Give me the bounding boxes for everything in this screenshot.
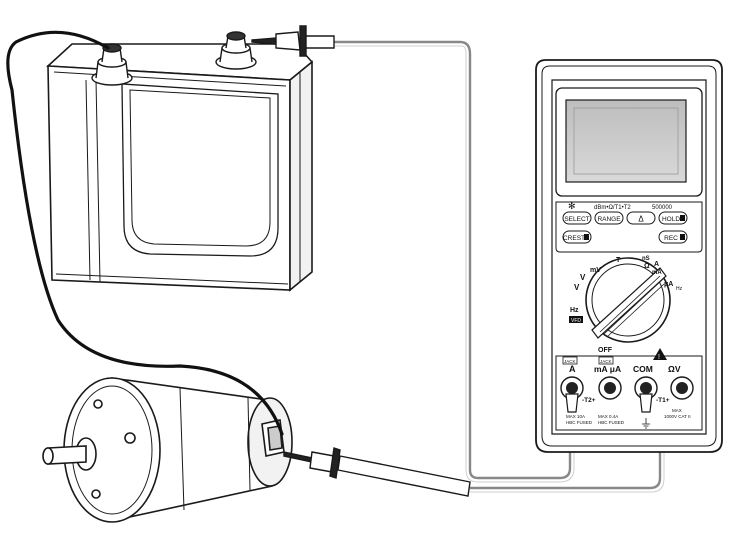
rec-button-label: REC [664, 235, 678, 242]
a-fuse-label: MAX 10A [566, 414, 585, 419]
dial-amp-label: A [654, 261, 659, 268]
ma-ua-jack[interactable] [598, 376, 622, 400]
meter-counts-label: 500000 [652, 205, 673, 211]
dial-ohm-label: Ω [644, 263, 650, 270]
delta-button-label: Δ [638, 215, 644, 224]
dial-hz-label: Hz [570, 307, 579, 314]
a-jack-label: A [569, 364, 576, 374]
meter-mode-label: dBm•Ω/T1•T2 [594, 205, 631, 211]
probe-lower [283, 447, 471, 497]
lcd-screen [565, 99, 687, 183]
delta-button[interactable]: Δ [626, 211, 656, 225]
motor [42, 377, 293, 523]
v-max-label: MAX [672, 408, 682, 413]
dial-temp-label: T [616, 257, 621, 264]
com-jack-label: COM [633, 364, 653, 374]
crest-button[interactable]: CREST [562, 230, 592, 244]
select-button[interactable]: SELECT [562, 211, 592, 225]
dial-mv-label: mV [590, 267, 601, 274]
hold-button-label: HOLD [662, 216, 680, 223]
a-fuse-label-2: HBC FUSED [566, 420, 593, 425]
range-button-label: RANGE [597, 216, 621, 223]
multimeter: ✻ dBm•Ω/T1•T2 500000 SELECT RANGE Δ HOLD… [535, 59, 723, 453]
test-lead-upper [330, 40, 572, 480]
dial-ua-label: μA [664, 281, 673, 288]
ma-jack-tag: JACK [600, 359, 612, 364]
dial-off-label: OFF [598, 347, 613, 354]
t1-label: -T1+ [656, 397, 670, 404]
ma-fuse-label-2: HBC FUSED [598, 420, 625, 425]
dial-vdc-label: V [574, 283, 580, 292]
svg-text:!: ! [658, 354, 660, 361]
rec-button[interactable]: REC [658, 230, 688, 244]
ma-ua-jack-label: mA μA [594, 364, 621, 374]
crest-button-label: CREST [563, 235, 585, 242]
dial-vac-label: V [580, 273, 586, 282]
capacitor-terminal-right [215, 31, 257, 70]
dial-vfd-label: VFD [571, 318, 581, 324]
ohm-v-jack-label: ΩV [668, 364, 681, 374]
ohm-v-jack[interactable] [670, 376, 694, 400]
range-button[interactable]: RANGE [594, 211, 624, 225]
t2-label: -T2+ [582, 397, 596, 404]
ma-fuse-label: MAX 0.4A [598, 414, 618, 419]
v-max-label-2: 1000V CAT II [664, 414, 691, 419]
ground-icon [642, 418, 650, 429]
probe-upper [251, 25, 335, 57]
backlight-icon: ✻ [568, 201, 576, 211]
rotary-dial[interactable] [585, 257, 671, 343]
dial-ns-label: nS [642, 256, 650, 262]
select-button-label: SELECT [564, 216, 589, 223]
warning-icon [653, 348, 667, 360]
hold-button[interactable]: HOLD [658, 211, 688, 225]
black-wire [6, 30, 284, 436]
dial-hz-small-label: Hz [676, 286, 683, 292]
capacitor-can [46, 43, 314, 292]
capacitor-terminal-left [91, 43, 133, 86]
test-lead-lower [470, 410, 662, 490]
dial-ma-label: mA [652, 270, 662, 276]
a-jack-tag: JACK [564, 359, 576, 364]
